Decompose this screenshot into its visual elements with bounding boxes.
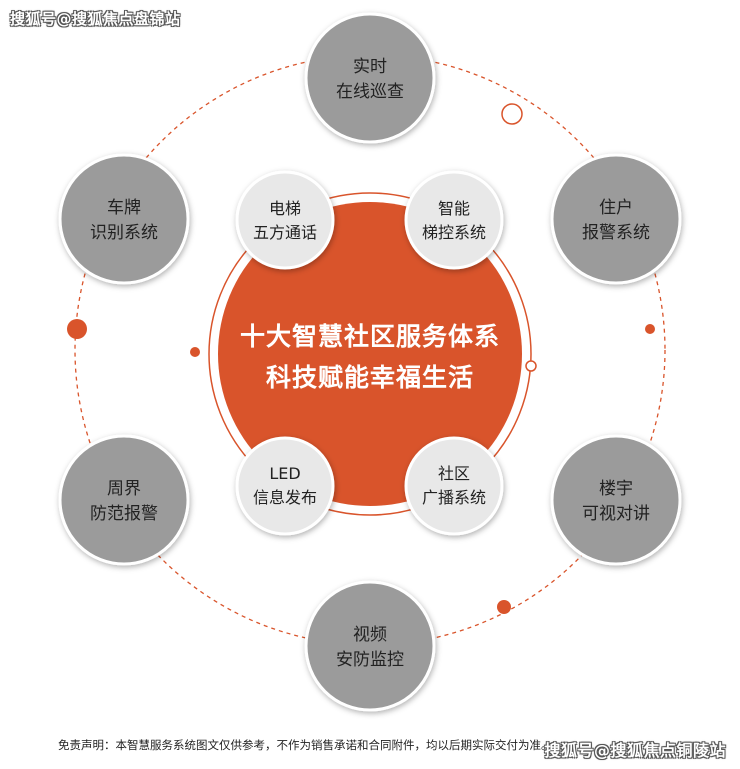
svg-text:住户: 住户 [599, 198, 633, 218]
svg-text:识别系统: 识别系统 [90, 223, 158, 243]
svg-text:LED: LED [269, 464, 300, 483]
watermark-top: 搜狐号@搜狐焦点盘锦站 [10, 10, 181, 28]
svg-text:实时: 实时 [353, 57, 387, 77]
orbit-dot-left [67, 319, 87, 339]
svg-text:车牌: 车牌 [107, 198, 141, 218]
svg-text:周界: 周界 [107, 479, 141, 499]
svg-text:视频: 视频 [353, 625, 387, 645]
svg-text:可视对讲: 可视对讲 [582, 504, 650, 524]
inner-node-smart-elevator-control: 智能 梯控系统 [404, 170, 504, 270]
svg-text:在线巡查: 在线巡查 [336, 82, 404, 102]
outer-orbit [74, 54, 666, 646]
core-title-line1: 十大智慧社区服务体系 [240, 322, 500, 351]
svg-text:报警系统: 报警系统 [582, 223, 650, 243]
outer-node-plate-recognition: 车牌 识别系统 [58, 153, 190, 285]
inner-node-elevator-intercom: 电梯 五方通话 [235, 170, 335, 270]
core-ring-ring-right [525, 360, 537, 372]
svg-text:信息发布: 信息发布 [253, 488, 317, 507]
outer-node-realtime-patrol: 实时 在线巡查 [304, 12, 436, 144]
orbit-dot-right [645, 324, 655, 334]
core-circle [218, 202, 522, 506]
svg-text:智能: 智能 [438, 199, 470, 218]
outer-node-building-intercom: 楼宇 可视对讲 [550, 434, 682, 566]
svg-text:梯控系统: 梯控系统 [422, 223, 486, 242]
orbit-dot-bottom-right [497, 600, 511, 614]
disclaimer: 免责声明：本智慧服务系统图文仅供参考，不作为销售承诺和合同附件，均以后期实际交付… [58, 738, 553, 752]
inner-node-community-broadcast: 社区 广播系统 [404, 436, 504, 536]
svg-text:防范报警: 防范报警 [90, 504, 158, 524]
core-title-line2: 科技赋能幸福生活 [266, 363, 474, 392]
svg-text:广播系统: 广播系统 [422, 488, 486, 507]
svg-text:五方通话: 五方通话 [253, 223, 317, 242]
outer-node-perimeter-alarm: 周界 防范报警 [58, 434, 190, 566]
orbit-ring-top-right [501, 103, 523, 125]
outer-node-video-surveillance: 视频 安防监控 [304, 580, 436, 712]
svg-text:电梯: 电梯 [269, 199, 301, 218]
outer-node-resident-alarm: 住户 报警系统 [550, 153, 682, 285]
svg-text:安防监控: 安防监控 [336, 650, 404, 670]
core-ring [208, 192, 532, 516]
svg-text:楼宇: 楼宇 [599, 479, 633, 499]
inner-node-led-info: LED 信息发布 [235, 436, 335, 536]
svg-text:社区: 社区 [438, 464, 470, 483]
core-ring-dot-left [190, 347, 200, 357]
watermark-bottom: 搜狐号@搜狐焦点铜陵站 [544, 741, 726, 760]
